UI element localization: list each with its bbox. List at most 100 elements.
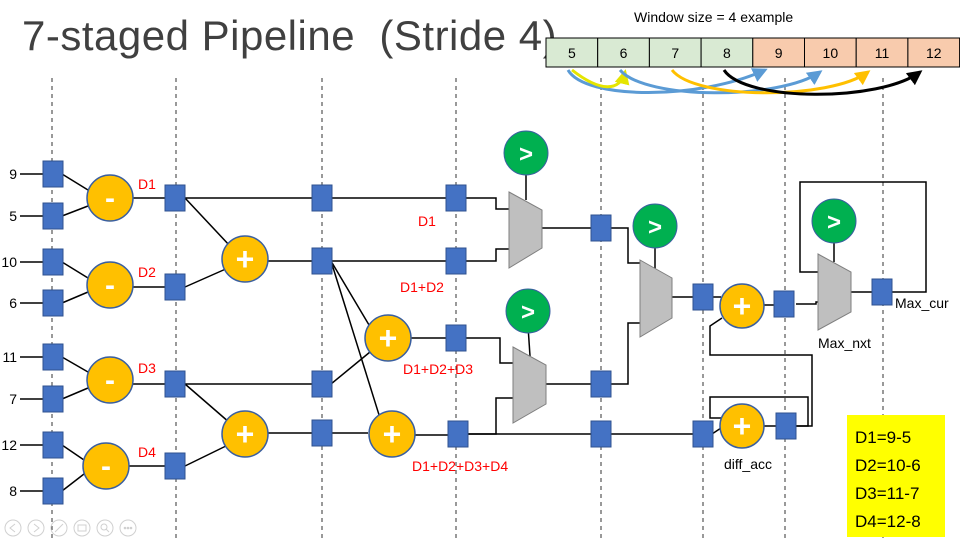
- adder-d1-d2-d3: +: [364, 314, 412, 362]
- next-slide-button[interactable]: [27, 519, 45, 537]
- reg-s7-a: [773, 290, 795, 318]
- reg-s6-b: [692, 420, 714, 448]
- input-label-11: 11: [2, 349, 17, 365]
- svg-text:11: 11: [875, 45, 890, 61]
- input-labels: 9 5 10 6 11 7 12 8: [1, 166, 17, 499]
- svg-text:+: +: [383, 416, 402, 452]
- window-arrow-4: [670, 68, 871, 95]
- previous-slide-button[interactable]: [4, 519, 22, 537]
- svg-text:12: 12: [926, 45, 942, 61]
- svg-text:6: 6: [620, 45, 628, 61]
- adder-accumulate-2: +: [719, 403, 765, 449]
- wires: [20, 169, 927, 492]
- window-arrow-3: [618, 68, 823, 95]
- svg-text:+: +: [733, 288, 752, 324]
- adder-accumulate-1: +: [719, 283, 765, 329]
- reg-in-11: [42, 343, 64, 371]
- svg-text:10: 10: [823, 45, 839, 61]
- more-options-button[interactable]: [119, 519, 137, 537]
- comparator-4: >: [811, 198, 857, 244]
- window-cell-6: 6: [597, 37, 650, 68]
- signal-labels: D1 D2 D3 D4 D1 D1+D2 D1+D2+D3 D1+D2+D3+D…: [138, 176, 508, 474]
- reg-max-cur: [871, 278, 893, 306]
- reg-diff-acc: [775, 412, 797, 440]
- reg-in-10: [42, 248, 64, 276]
- label-max-nxt: Max_nxt: [818, 335, 871, 351]
- svg-text:9: 9: [775, 45, 783, 61]
- svg-text:+: +: [236, 241, 255, 277]
- reg-s5-b: [590, 370, 612, 398]
- svg-text:+: +: [733, 408, 752, 444]
- reg-s3-d3d4: [311, 419, 333, 447]
- window-arrow-5: [722, 69, 923, 96]
- legend-line-d2: D2=10-6: [855, 456, 921, 475]
- svg-text:+: +: [379, 320, 398, 356]
- adder-d1-d2-d3-d4: +: [368, 410, 416, 458]
- adders: + + + + + +: [221, 235, 765, 458]
- legend-line-d1: D1=9-5: [855, 428, 911, 447]
- svg-text:>: >: [827, 209, 841, 236]
- legend-box: D1=9-5 D2=10-6 D3=11-7 D4=12-8: [847, 415, 945, 537]
- adder-d1-d2: +: [221, 235, 269, 283]
- input-label-10: 10: [1, 254, 17, 270]
- svg-text:8: 8: [723, 45, 731, 61]
- reg-s3-d3: [311, 370, 333, 398]
- window-cell-8: 8: [700, 37, 754, 68]
- window-example-caption: Window size = 4 example: [634, 9, 794, 25]
- window-cell-9: 9: [752, 37, 805, 68]
- svg-text:-: -: [105, 364, 115, 397]
- see-all-slides-button[interactable]: [73, 519, 91, 537]
- window-cell-12: 12: [907, 37, 960, 68]
- subtractor-d4: -: [82, 442, 130, 490]
- window-cell-10: 10: [804, 37, 857, 68]
- comparator-1: >: [503, 130, 549, 176]
- svg-text:>: >: [648, 214, 662, 241]
- multiplexers: [508, 191, 852, 424]
- window-example: 5 6 7 8 9 10 11 12: [545, 37, 960, 96]
- reg-in-6: [42, 289, 64, 317]
- label-d1-stage3: D1: [418, 213, 436, 229]
- svg-text:-: -: [105, 182, 115, 215]
- mux-2: [512, 346, 547, 424]
- reg-in-9: [42, 160, 64, 188]
- register-labels: Max_cur Max_nxt diff_acc: [724, 295, 949, 472]
- svg-text:-: -: [105, 269, 115, 302]
- reg-in-7: [42, 385, 64, 413]
- mux-max: [817, 253, 852, 331]
- svg-text:+: +: [236, 416, 255, 452]
- window-arrow-1: [566, 68, 768, 94]
- reg-in-12: [42, 431, 64, 459]
- input-label-6: 6: [9, 295, 17, 311]
- reg-d4: [164, 452, 186, 480]
- pen-tool-button[interactable]: [50, 519, 68, 537]
- mux-1: [508, 191, 543, 269]
- legend-line-d3: D3=11-7: [855, 484, 919, 503]
- subtractor-d1: -: [86, 174, 134, 222]
- registers: [42, 160, 893, 505]
- reg-s3-d1: [311, 184, 333, 212]
- mux-3: [639, 259, 673, 338]
- reg-in-5: [42, 202, 64, 230]
- input-label-12: 12: [1, 437, 17, 453]
- label-d1-d2-d3-d4: D1+D2+D3+D4: [412, 458, 508, 474]
- slide-title: 7-staged Pipeline (Stride 4): [22, 12, 558, 59]
- zoom-button[interactable]: [96, 519, 114, 537]
- label-d1-d2: D1+D2: [400, 279, 444, 295]
- adder-d3-d4: +: [221, 410, 269, 458]
- svg-text:5: 5: [568, 45, 576, 61]
- comparators: > > > >: [503, 130, 857, 334]
- reg-d3: [164, 370, 186, 398]
- comparator-2: >: [505, 288, 551, 334]
- svg-text:>: >: [519, 141, 533, 168]
- label-d4: D4: [138, 444, 156, 460]
- label-diff-acc: diff_acc: [724, 456, 772, 472]
- window-cell-7: 7: [648, 37, 702, 68]
- input-label-8: 8: [9, 483, 17, 499]
- reg-s4-d1d2d3: [445, 324, 467, 352]
- input-label-7: 7: [9, 391, 17, 407]
- reg-in-8: [42, 477, 64, 505]
- subtractor-d3: -: [86, 356, 134, 404]
- svg-text:>: >: [521, 299, 535, 326]
- reg-s6-a: [692, 283, 714, 311]
